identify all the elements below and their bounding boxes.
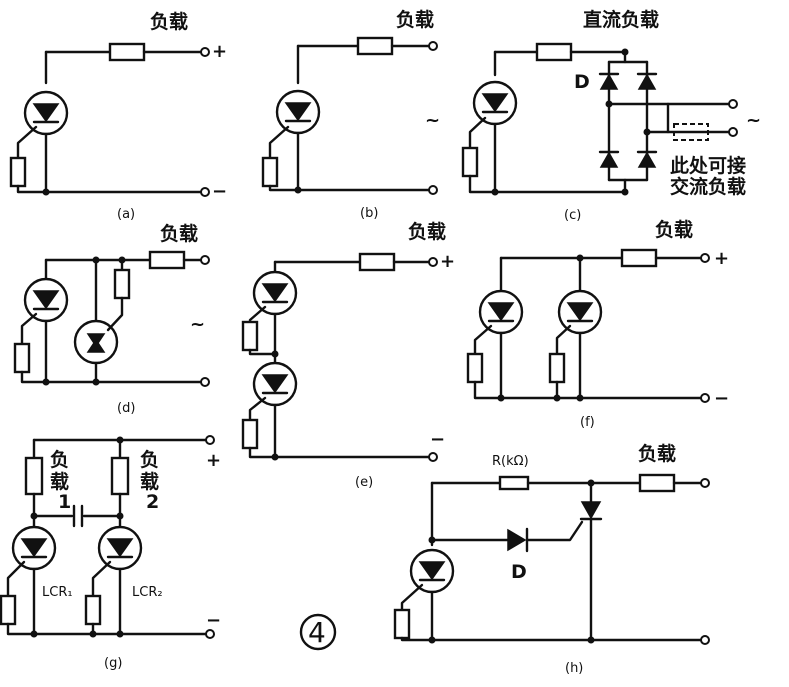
load-2-resistor — [110, 456, 130, 496]
load1-char-2: 载 — [50, 470, 69, 493]
minus-sign-e: − — [430, 429, 445, 450]
load-resistor-a — [108, 42, 146, 62]
lcr-c — [472, 80, 518, 126]
load2-number: 2 — [146, 491, 159, 513]
lcr-b — [275, 89, 321, 135]
load2-char-1: 负 — [140, 448, 159, 471]
figure-number-text: 4 — [308, 616, 326, 649]
bridge-diode-1 — [598, 72, 620, 91]
lcr-h — [409, 548, 455, 594]
lcr-e-bottom — [252, 361, 298, 407]
circuit-h: R(kΩ) 负载 D (h) — [393, 442, 710, 676]
minus-sign-g: − — [206, 610, 221, 631]
caption-g: (g) — [104, 656, 122, 671]
dc-load-label: 直流负载 — [583, 8, 659, 31]
caption-a: (a) — [117, 207, 135, 222]
ac-sign-b: ~ — [425, 110, 440, 131]
circuit-b: 负载 ~ (b) — [261, 8, 440, 221]
circuit-f: 负载 + − (f) — [466, 218, 729, 430]
load-label-d: 负载 — [160, 222, 198, 245]
load2-char-2: 载 — [140, 470, 159, 493]
load-label-a: 负载 — [150, 10, 188, 33]
ac-note-line2: 交流负载 — [670, 175, 746, 198]
minus-sign-a: − — [212, 181, 227, 202]
load-label-f: 负载 — [655, 218, 693, 241]
lcr-f-left — [478, 289, 524, 335]
circuit-g: 负 载 1 负 载 2 LCR₁ LCR₂ + − (g) — [0, 435, 221, 671]
load1-number: 1 — [58, 491, 71, 513]
plus-sign-g: + — [206, 450, 221, 471]
bridge-diode-2 — [636, 72, 658, 91]
resistor-r-label: R(kΩ) — [492, 454, 529, 469]
caption-b: (b) — [360, 206, 378, 221]
load1-char-1: 负 — [50, 448, 69, 471]
lcr-a — [23, 90, 69, 136]
lcr-e-top — [252, 270, 298, 316]
ac-sign-c: ~ — [746, 110, 761, 131]
optional-ac-load — [673, 123, 709, 141]
ac-note-line1: 此处可接 — [670, 154, 746, 177]
lcr1-g — [11, 525, 57, 571]
diode-d-h — [507, 528, 527, 552]
circuit-c: 直流负载 D ~ 此处可接 交流负载 (c) — [461, 8, 761, 223]
caption-h: (h) — [565, 661, 583, 676]
caption-d: (d) — [117, 401, 135, 416]
caption-c: (c) — [564, 208, 581, 223]
plus-sign-a: + — [212, 41, 227, 62]
ac-sign-d: ~ — [190, 314, 205, 335]
lcr-d — [23, 277, 69, 323]
circuit-d: 负载 ~ (d) — [13, 222, 210, 416]
load-label-h: 负载 — [638, 442, 676, 465]
lcr2-g — [97, 525, 143, 571]
figure-number: 4 — [299, 613, 337, 651]
load-label-b: 负载 — [396, 8, 434, 31]
lcr-f-right — [557, 289, 603, 335]
caption-f: (f) — [580, 415, 595, 430]
circuit-a: 负载 + − (a) — [9, 10, 227, 222]
resistor-r-h — [498, 475, 530, 491]
diode-label-h: D — [511, 561, 527, 583]
plus-sign-f: + — [714, 248, 729, 269]
plus-sign-e: + — [440, 251, 455, 272]
load-label-e: 负载 — [408, 220, 446, 243]
bridge-diode-4 — [636, 150, 658, 169]
minus-sign-f: − — [714, 388, 729, 409]
lcr1-label: LCR₁ — [42, 585, 73, 600]
lcr2-label: LCR₂ — [132, 585, 163, 600]
diode-label-c: D — [574, 71, 590, 93]
bridge-diode-3 — [598, 150, 620, 169]
scr-h — [580, 501, 602, 520]
load-1-resistor — [24, 456, 44, 496]
circuit-e: 负载 + − (e) — [241, 220, 455, 490]
caption-e: (e) — [355, 475, 373, 490]
